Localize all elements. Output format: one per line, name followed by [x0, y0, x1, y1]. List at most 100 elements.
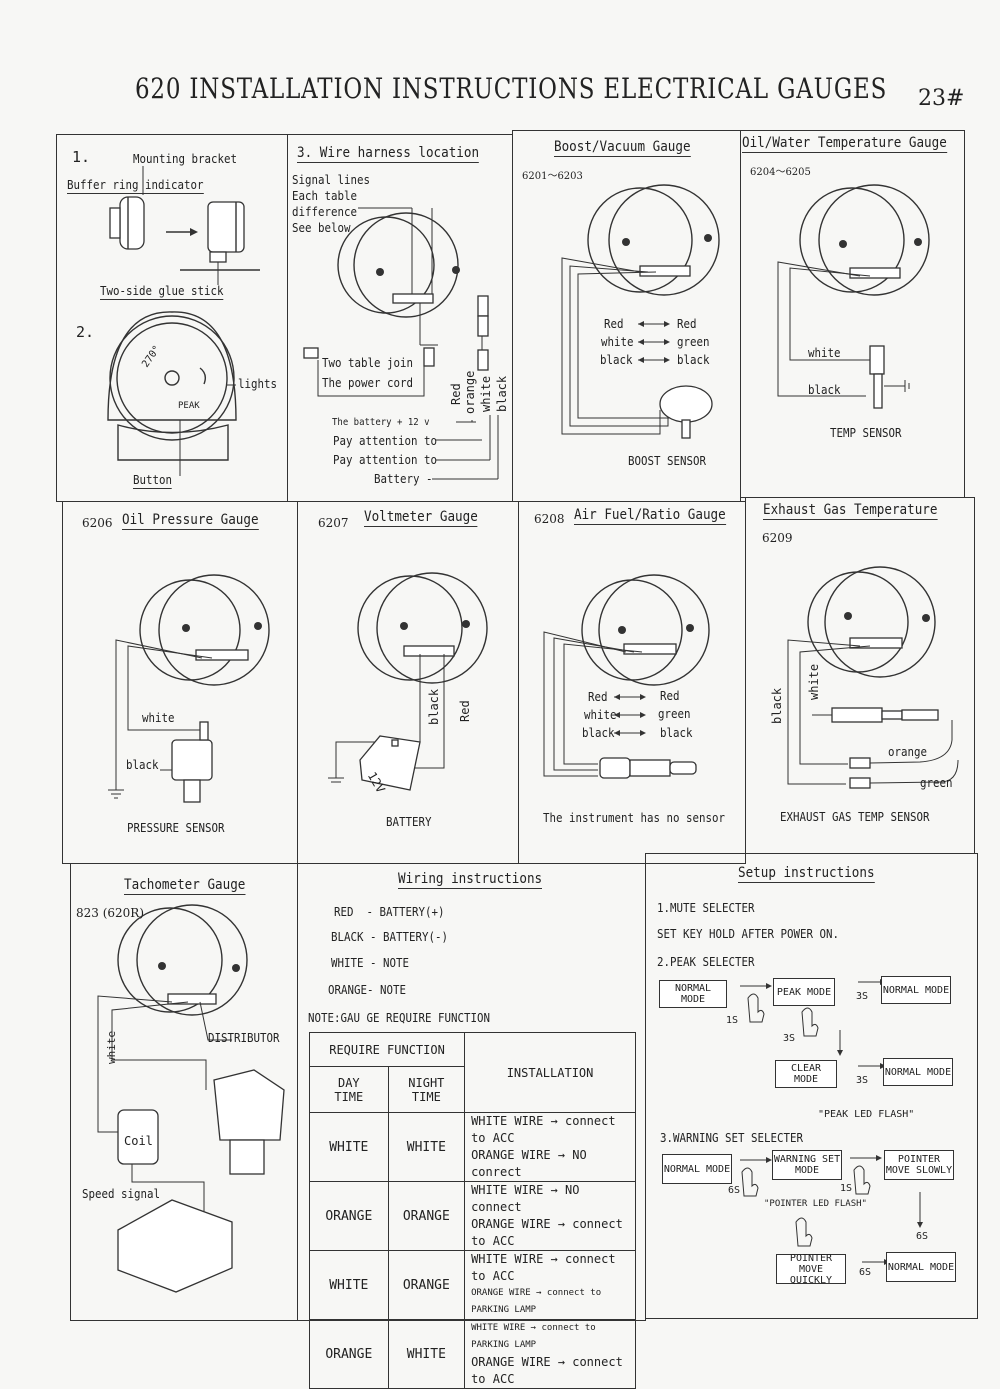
time-3s-a: 3S: [856, 991, 869, 1002]
oilpressure-black: black: [126, 758, 159, 772]
voltmeter-title: Voltmeter Gauge: [364, 509, 478, 527]
battery-minus-label: Battery -: [374, 472, 433, 486]
pressure-sensor-label: PRESSURE SENSOR: [127, 821, 225, 835]
peak-led-flash: "PEAK LED FLASH": [818, 1109, 915, 1120]
page-title: 620 INSTALLATION INSTRUCTIONS ELECTRICAL…: [135, 72, 888, 105]
normal-mode-box-3: NORMAL MODE: [883, 1058, 953, 1086]
boost-right-black: black: [677, 353, 710, 367]
tacho-gauge-drawing: [97, 904, 285, 1293]
wiring-line-red: RED - BATTERY(+): [334, 905, 445, 919]
airfuel-left-red: Red: [588, 690, 608, 704]
setup-title: Setup instructions: [738, 865, 875, 883]
egt-white: white: [807, 663, 821, 700]
peak-selecter: 2.PEAK SELECTER: [657, 955, 755, 969]
mute-selecter: 1.MUTE SELECTER: [657, 901, 755, 915]
mounting-bracket-label: Mounting bracket: [133, 152, 238, 166]
airfuel-right-black: black: [660, 726, 693, 740]
two-table-label: Two table join: [322, 356, 414, 370]
power-cord-label: The power cord: [322, 376, 414, 390]
setup-arrows: [740, 979, 923, 1265]
row1-day: WHITE: [309, 1112, 389, 1182]
warning-selecter: 3.WARNING SET SELECTER: [660, 1131, 804, 1145]
oilpressure-white: white: [142, 711, 175, 725]
mute-description: SET KEY HOLD AFTER POWER ON.: [657, 927, 840, 941]
pay-attention-1: Pay attention to: [333, 434, 438, 448]
lights-label: lights: [238, 377, 278, 391]
harness-title: 3. Wire harness location: [297, 145, 480, 163]
voltmeter-black: black: [427, 688, 441, 725]
time-6s-a: 6S: [728, 1185, 741, 1196]
mounting-bracket-drawing: [109, 166, 260, 285]
normal-mode-box-1: NORMAL MODE: [659, 980, 727, 1008]
coil-label: Coil: [124, 1134, 153, 1148]
oilpressure-gauge-drawing: [108, 574, 270, 803]
pay-attention-2: Pay attention to: [333, 453, 438, 467]
voltmeter-model: 6207: [318, 516, 349, 530]
wire-black: black: [495, 375, 509, 412]
glue-stick-label: Two-side glue stick: [100, 284, 224, 300]
distributor-label: DISTRIBUTOR: [208, 1031, 280, 1045]
normal-mode-box-4: NORMAL MODE: [662, 1154, 732, 1184]
time-3s-b: 3S: [783, 1033, 796, 1044]
buffer-ring-label: Buffer ring indicator: [67, 178, 204, 194]
airfuel-model: 6208: [534, 512, 565, 526]
voltmeter-red: Red: [458, 700, 472, 722]
step-1-label: 1.: [72, 148, 91, 166]
airfuel-title: Air Fuel/Ratio Gauge: [574, 507, 726, 525]
wiring-note: NOTE:GAU GE REQUIRE FUNCTION: [308, 1011, 491, 1025]
row1-night: WHITE: [387, 1112, 466, 1182]
row3-day: WHITE: [309, 1250, 389, 1320]
wiring-table: REQUIRE FUNCTION INSTALLATION DAY TIME N…: [308, 1032, 636, 1389]
airfuel-left-black: black: [582, 726, 615, 740]
panel-setup: [645, 853, 978, 1319]
oilwater-model: 6204～6205: [750, 167, 811, 178]
boost-left-red: Red: [604, 317, 624, 331]
clear-mode-box: CLEAR MODE: [775, 1060, 837, 1088]
wiring-line-white: WHITE - NOTE: [331, 956, 410, 970]
egt-gauge-drawing: [787, 566, 959, 789]
wire-white: white: [479, 375, 493, 412]
pointer-quickly-box: POINTER MOVE QUICKLY: [776, 1253, 846, 1286]
oilwater-white: white: [808, 346, 841, 360]
table-row: ORANGE WHITE WHITE WIRE → connect to PAR…: [309, 1319, 636, 1389]
wiring-title: Wiring instructions: [398, 871, 543, 889]
night-time-header: NIGHT TIME: [387, 1066, 466, 1113]
harness-gauge-drawing: [303, 207, 499, 480]
wire-orange: orange: [463, 370, 477, 414]
signal-lines-3: difference: [292, 205, 358, 219]
egt-model: 6209: [762, 531, 793, 545]
step-2-label: 2.: [76, 323, 95, 341]
egt-orange: orange: [888, 745, 928, 759]
row2-night: ORANGE: [387, 1181, 466, 1251]
normal-mode-box-5: NORMAL MODE: [886, 1252, 956, 1282]
table-row: WHITE ORANGE WHITE WIRE → connect to ACC…: [309, 1250, 636, 1320]
no-sensor-note: The instrument has no sensor: [543, 811, 726, 825]
tacho-white: white: [105, 1030, 118, 1064]
battery-label: BATTERY: [386, 815, 432, 829]
boost-left-white: white: [601, 335, 634, 349]
row3-night: ORANGE: [387, 1250, 466, 1320]
signal-lines-4: See below: [292, 221, 351, 235]
oilpressure-title: Oil Pressure Gauge: [122, 512, 259, 530]
time-6s-c: 6S: [859, 1267, 872, 1278]
egt-green: green: [920, 776, 953, 790]
time-3s-c: 3S: [856, 1075, 869, 1086]
row2-day: ORANGE: [309, 1181, 389, 1251]
installation-header: INSTALLATION: [464, 1032, 636, 1113]
signal-lines-1: Signal lines: [292, 173, 371, 187]
button-label: Button: [133, 473, 173, 489]
require-function-header: REQUIRE FUNCTION: [308, 1032, 466, 1067]
warning-set-mode-box: WARNING SET MODE: [772, 1150, 842, 1180]
time-1s-b: 1S: [840, 1183, 853, 1194]
row4-night: WHITE: [387, 1319, 466, 1389]
boost-title: Boost/Vacuum Gauge: [554, 139, 691, 157]
time-1s-a: 1S: [726, 1015, 739, 1026]
tacho-title: Tachometer Gauge: [124, 877, 246, 895]
tacho-model: 823 (620R): [76, 906, 145, 920]
temp-sensor-label: TEMP SENSOR: [830, 426, 902, 440]
boost-right-red: Red: [677, 317, 697, 331]
